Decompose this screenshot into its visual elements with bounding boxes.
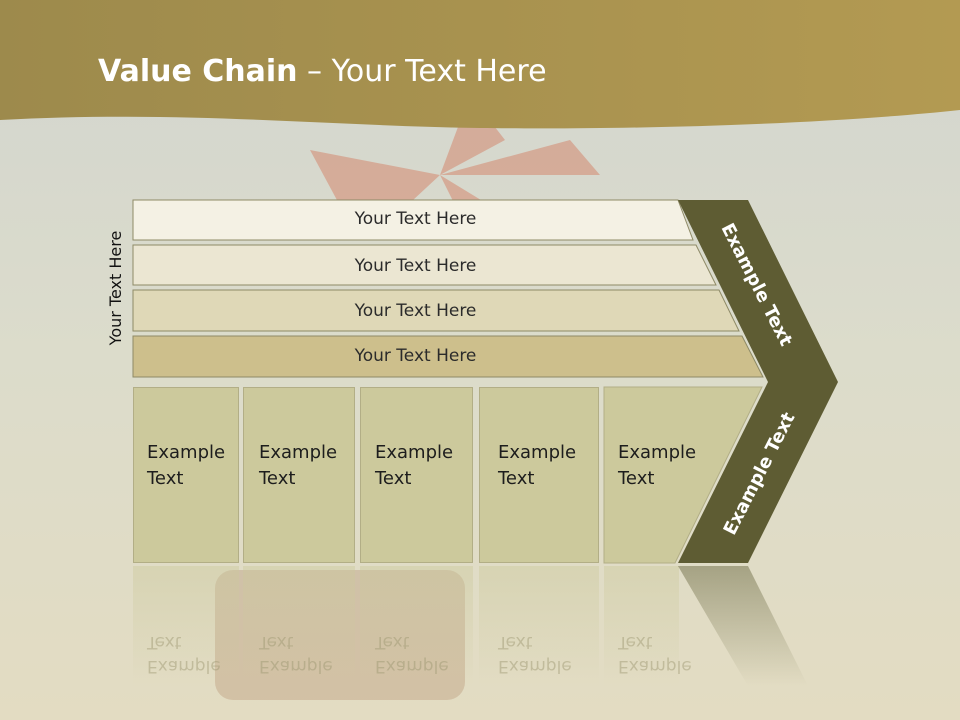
chevron-shape: [678, 200, 838, 563]
column-4-reflection: Example Text: [498, 632, 572, 676]
bar-3-label: Your Text Here: [354, 301, 477, 321]
column-1-text: Example Text: [147, 442, 226, 489]
column-1: [133, 387, 239, 563]
column-1-reflection: Example Text: [147, 632, 221, 676]
column-5-shape: [603, 386, 763, 564]
column-3: [360, 387, 473, 563]
slide-title: Value Chain – Your Text Here: [98, 54, 547, 89]
column-3-text: Example Text: [375, 442, 454, 489]
column-5-text: Example Text: [618, 442, 697, 489]
bar-2-label: Your Text Here: [354, 256, 477, 276]
column-5-reflection: Example Text: [618, 632, 692, 676]
bar-4-shape: [132, 335, 764, 378]
column-4: [479, 387, 599, 563]
bar-4-label: Your Text Here: [354, 346, 477, 366]
column-2-reflection: Example Text: [259, 632, 333, 676]
column-2: [243, 387, 355, 563]
column-4-text: Example Text: [498, 442, 577, 489]
bar-2-shape: [132, 244, 717, 286]
column-2-text: Example Text: [259, 442, 338, 489]
bar-1-shape: [132, 199, 694, 241]
reflection: [133, 566, 808, 686]
bar-1-label: Your Text Here: [354, 209, 477, 229]
title-bold: Value Chain: [98, 54, 298, 89]
column-3-reflection: Example Text: [375, 632, 449, 676]
bar-3-shape: [132, 289, 740, 332]
side-label: Your Text Here: [106, 230, 125, 346]
header-band: [0, 0, 960, 129]
title-rest: – Your Text Here: [297, 54, 547, 89]
